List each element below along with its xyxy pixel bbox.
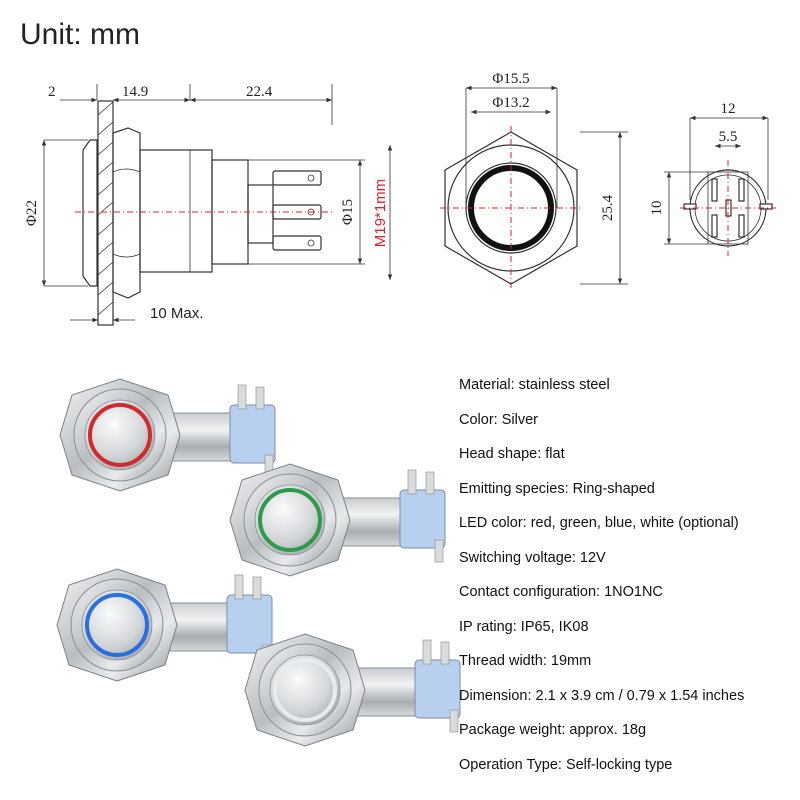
spec-switching-voltage: Switching voltage: 12V (459, 549, 606, 566)
product-photo-green (229, 463, 446, 577)
dim-inner-diameter: Φ13.2 (492, 95, 529, 111)
product-photo-red (59, 378, 276, 492)
spec-color: Color: Silver (459, 411, 538, 428)
dim-body-diameter: Φ15 (340, 199, 356, 225)
dim-thread-size: M19*1mm (372, 179, 389, 247)
unit-title: Unit: mm (20, 18, 140, 51)
front-view-drawing: Φ15.5 Φ13.2 25.4 (440, 71, 628, 290)
dim-back-height: 10 (649, 201, 665, 216)
spec-ip-rating: IP rating: IP65, IK08 (459, 618, 589, 635)
dim-front-height: 25.4 (600, 194, 616, 221)
spec-operation-type: Operation Type: Self-locking type (459, 756, 673, 773)
dim-back-width: 12 (721, 101, 736, 117)
dim-panel-max: 10 Max. (150, 305, 203, 322)
spec-led-color: LED color: red, green, blue, white (opti… (459, 515, 739, 531)
dim-flange-thickness: 2 (48, 84, 56, 100)
spec-material: Material: stainless steel (459, 377, 610, 393)
spec-list: Material: stainless steel Color: Silver … (459, 375, 799, 789)
product-photo-blue (56, 568, 273, 682)
back-view-drawing: 12 5.5 10 (649, 101, 776, 256)
side-view-drawing: 2 14.9 22.4 Φ22 Φ15 M19*1mm 10 Max. (24, 84, 393, 326)
dim-body-length: 14.9 (122, 84, 148, 100)
dim-head-diameter: Φ22 (24, 200, 40, 226)
spec-contact-configuration: Contact configuration: 1NO1NC (459, 584, 663, 600)
spec-emitting-species: Emitting species: Ring-shaped (459, 480, 655, 497)
spec-thread-width: Thread width: 19mm (459, 653, 592, 669)
spec-head-shape: Head shape: flat (459, 446, 565, 462)
dim-pin-spacing: 5.5 (719, 129, 738, 145)
spec-dimension: Dimension: 2.1 x 3.9 cm / 0.79 x 1.54 in… (459, 687, 745, 704)
dim-outer-diameter: Φ15.5 (492, 71, 529, 87)
spec-package-weight: Package weight: approx. 18g (459, 722, 647, 738)
product-photo-white (244, 633, 461, 747)
dim-terminal-length: 22.4 (246, 84, 273, 100)
